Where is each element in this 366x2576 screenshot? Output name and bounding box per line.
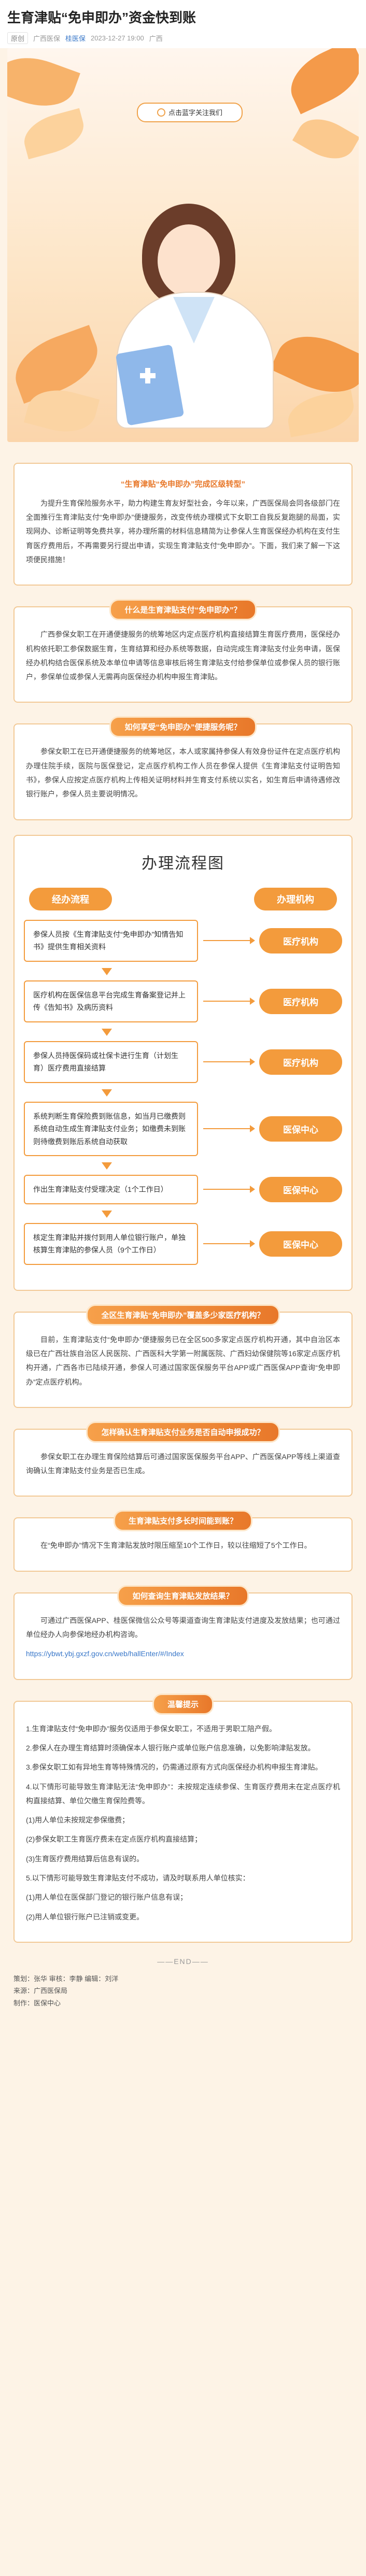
hero-illustration: 点击蓝字关注我们 bbox=[7, 48, 359, 442]
notice-item: (1)用人单位未按规定参保缴费； bbox=[26, 1816, 130, 1825]
notice-item: (2)参保女职工生育医疗费未在定点医疗机构直接结算； bbox=[26, 1835, 202, 1844]
doctor-face bbox=[158, 224, 220, 297]
flowchart-headers: 经办流程 办理机构 bbox=[24, 887, 342, 910]
q5-heading: 生育津贴支付多长时间能到账？ bbox=[113, 1510, 252, 1532]
flow-step: 核定生育津贴并拨付到用人单位银行账户，单独核算生育津贴的参保人员（9个工作日） … bbox=[24, 1222, 342, 1265]
q4-paragraph: 参保女职工在办理生育保险结算后可通过国家医保服务平台APP、广西医保APP等线上… bbox=[26, 1452, 340, 1475]
flow-col-institution: 办理机构 bbox=[254, 887, 337, 910]
follow-search-text: 点击蓝字关注我们 bbox=[168, 109, 222, 117]
notice-item: 5.以下情形可能导致生育津贴支付不成功，请及时联系用人单位核实： bbox=[26, 1874, 250, 1882]
flow-step-text: 作出生育津贴支付受理决定（1个工作日） bbox=[24, 1175, 198, 1204]
flow-step-institution: 医保中心 bbox=[259, 1231, 342, 1257]
flow-step-text: 医疗机构在医保信息平台完成生育备案登记并上传《告知书》及病历资料 bbox=[24, 980, 198, 1022]
q6-link[interactable]: https://ybwt.ybj.gxzf.gov.cn/web/hallEnt… bbox=[26, 1649, 184, 1658]
q2-heading: 如何享受“免申即办”便捷服务呢？ bbox=[109, 716, 257, 738]
flow-step: 系统判断生育保险费到账信息，如当月已缴费则系统自动生成生育津贴支付业务；如缴费未… bbox=[24, 1101, 342, 1157]
flowchart-title: 办理流程图 bbox=[142, 855, 224, 872]
flow-step: 参保人员持医保码或社保卡进行生育（计划生育）医疗费用直接结算 医疗机构 bbox=[24, 1041, 342, 1083]
down-arrow-icon bbox=[102, 1210, 112, 1218]
q6-heading: 如何查询生育津贴发放结果？ bbox=[117, 1585, 249, 1606]
leaf-decoration bbox=[292, 108, 359, 169]
source-name: 广西医保 bbox=[33, 34, 61, 42]
flow-step-institution: 医疗机构 bbox=[259, 1049, 342, 1075]
flow-step-text: 系统判断生育保险费到账信息，如当月已缴费则系统自动生成生育津贴支付业务；如缴费未… bbox=[24, 1101, 198, 1157]
intro-card: “生育津贴“免申即办”完成区级转型” 为提升生育保险服务水平，助力构建生育友好型… bbox=[13, 462, 353, 586]
follow-search-bar[interactable]: 点击蓝字关注我们 bbox=[137, 102, 243, 122]
down-arrow-icon bbox=[102, 1162, 112, 1170]
account-link[interactable]: 桂医保 bbox=[65, 34, 86, 42]
flow-step-institution: 医保中心 bbox=[259, 1116, 342, 1142]
q6-paragraph: 可通过广西医保APP、桂医保微信公众号等渠道查询生育津贴支付进度及发放结果；也可… bbox=[26, 1616, 340, 1639]
intro-subheading: “生育津贴“免申即办”完成区级转型” bbox=[120, 479, 245, 489]
medical-cross-icon bbox=[140, 367, 156, 383]
notice-item: 1.生育津贴支付“免申即办”服务仅适用于参保女职工，不适用于男职工陪产假。 bbox=[26, 1724, 276, 1733]
leaf-decoration bbox=[7, 48, 80, 117]
leaf-decoration bbox=[284, 390, 358, 437]
q5-card: 生育津贴支付多长时间能到账？ 在“免申即办”情况下生育津贴发放时限压缩至10个工… bbox=[13, 1510, 353, 1572]
footer-credits: 策划：张华 审核：李静 编辑：刘洋 bbox=[13, 1974, 119, 1983]
notice-item: 2.参保人在办理生育结算时须确保本人银行账户或单位账户信息准确，以免影响津贴发放… bbox=[26, 1743, 315, 1752]
q4-heading: 怎样确认生育津贴支付业务是否自动申报成功？ bbox=[86, 1421, 280, 1443]
flow-step: 医疗机构在医保信息平台完成生育备案登记并上传《告知书》及病历资料 医疗机构 bbox=[24, 980, 342, 1022]
flow-step-institution: 医疗机构 bbox=[259, 988, 342, 1014]
search-icon bbox=[157, 108, 165, 117]
article-footer: 策划：张华 审核：李静 编辑：刘洋 来源：广西医保局 制作：医保中心 bbox=[7, 1973, 359, 2009]
notice-item: 4.以下情形可能导致生育津贴无法“免申即办”：未按规定连续参保、生育医疗费用未在… bbox=[26, 1782, 340, 1805]
article-header: 生育津贴“免申即办”资金快到账 原创 广西医保 桂医保 2023-12-27 1… bbox=[0, 0, 366, 48]
flow-step-institution: 医保中心 bbox=[259, 1176, 342, 1202]
q1-paragraph: 广西参保女职工在开通便捷服务的统筹地区内定点医疗机构直接结算生育医疗费用，医保经… bbox=[26, 630, 340, 681]
q3-heading: 全区生育津贴“免申即办”覆盖多少家医疗机构？ bbox=[86, 1304, 280, 1326]
q3-paragraph: 目前，生育津贴支付“免申即办”便捷服务已在全区500多家定点医疗机构开通，其中自… bbox=[26, 1335, 340, 1386]
q4-card: 怎样确认生育津贴支付业务是否自动申报成功？ 参保女职工在办理生育保险结算后可通过… bbox=[13, 1421, 353, 1497]
q5-paragraph: 在“免申即办”情况下生育津贴发放时限压缩至10个工作日，较以往缩短了5个工作日。 bbox=[40, 1541, 312, 1550]
footer-producer: 制作：医保中心 bbox=[13, 1999, 61, 2007]
notice-item: (2)用人单位银行账户已注销或变更。 bbox=[26, 1912, 144, 1921]
right-arrow-icon bbox=[203, 937, 255, 945]
right-arrow-icon bbox=[203, 1186, 255, 1193]
right-arrow-icon bbox=[203, 1125, 255, 1133]
notice-heading: 温馨提示 bbox=[152, 1693, 214, 1715]
flow-step-text: 参保人员持医保码或社保卡进行生育（计划生育）医疗费用直接结算 bbox=[24, 1041, 198, 1083]
leaf-decoration bbox=[281, 48, 359, 115]
intro-paragraph: 为提升生育保险服务水平，助力构建生育友好型社会，今年以来，广西医保局会同各级部门… bbox=[26, 499, 340, 564]
flow-step: 参保人员按《生育津贴支付“免申即办”知情告知书》提供生育相关资料 医疗机构 bbox=[24, 919, 342, 962]
down-arrow-icon bbox=[102, 967, 112, 975]
flow-col-process: 经办流程 bbox=[29, 887, 112, 910]
flow-step-institution: 医疗机构 bbox=[259, 928, 342, 953]
q2-card: 如何享受“免申即办”便捷服务呢？ 参保女职工在已开通便捷服务的统筹地区，本人或家… bbox=[13, 716, 353, 820]
notice-card: 温馨提示 1.生育津贴支付“免申即办”服务仅适用于参保女职工，不适用于男职工陪产… bbox=[13, 1693, 353, 1943]
original-tag: 原创 bbox=[7, 32, 29, 44]
right-arrow-icon bbox=[203, 1058, 255, 1066]
notice-item: 3.参保女职工如有异地生育等特殊情况的，仍需通过原有方式向医保经办机构申报生育津… bbox=[26, 1763, 322, 1772]
down-arrow-icon bbox=[102, 1028, 112, 1036]
footer-source: 来源：广西医保局 bbox=[13, 1987, 68, 1995]
notice-item: (1)用人单位在医保部门登记的银行账户信息有误； bbox=[26, 1893, 188, 1902]
flow-step-text: 参保人员按《生育津贴支付“免申即办”知情告知书》提供生育相关资料 bbox=[24, 919, 198, 962]
flowchart: 办理流程图 经办流程 办理机构 参保人员按《生育津贴支付“免申即办”知情告知书》… bbox=[13, 834, 353, 1291]
q1-heading: 什么是生育津贴支付“免申即办”？ bbox=[109, 599, 257, 621]
region: 广西 bbox=[149, 34, 163, 42]
flow-step: 作出生育津贴支付受理决定（1个工作日） 医保中心 bbox=[24, 1175, 342, 1204]
notice-item: (3)生育医疗费用结算后信息有误的。 bbox=[26, 1854, 144, 1863]
right-arrow-icon bbox=[203, 1240, 255, 1248]
q2-paragraph: 参保女职工在已开通便捷服务的统筹地区，本人或家属持参保人有效身份证件在定点医疗机… bbox=[26, 747, 340, 799]
publish-time: 2023-12-27 19:00 bbox=[91, 34, 144, 42]
down-arrow-icon bbox=[102, 1089, 112, 1097]
flow-step-text: 核定生育津贴并拨付到用人单位银行账户，单独核算生育津贴的参保人员（9个工作日） bbox=[24, 1222, 198, 1265]
right-arrow-icon bbox=[203, 998, 255, 1005]
q6-card: 如何查询生育津贴发放结果？ 可通过广西医保APP、桂医保微信公众号等渠道查询生育… bbox=[13, 1585, 353, 1680]
q3-card: 全区生育津贴“免申即办”覆盖多少家医疗机构？ 目前，生育津贴支付“免申即办”便捷… bbox=[13, 1304, 353, 1408]
article-title: 生育津贴“免申即办”资金快到账 bbox=[7, 10, 196, 25]
end-marker: ——END—— bbox=[157, 1957, 209, 1966]
article-meta: 原创 广西医保 桂医保 2023-12-27 19:00 广西 bbox=[7, 32, 359, 44]
content-section: “生育津贴“免申即办”完成区级转型” 为提升生育保险服务水平，助力构建生育友好型… bbox=[7, 442, 359, 1966]
q1-card: 什么是生育津贴支付“免申即办”？ 广西参保女职工在开通便捷服务的统筹地区内定点医… bbox=[13, 599, 353, 703]
leaf-decoration bbox=[19, 108, 89, 160]
